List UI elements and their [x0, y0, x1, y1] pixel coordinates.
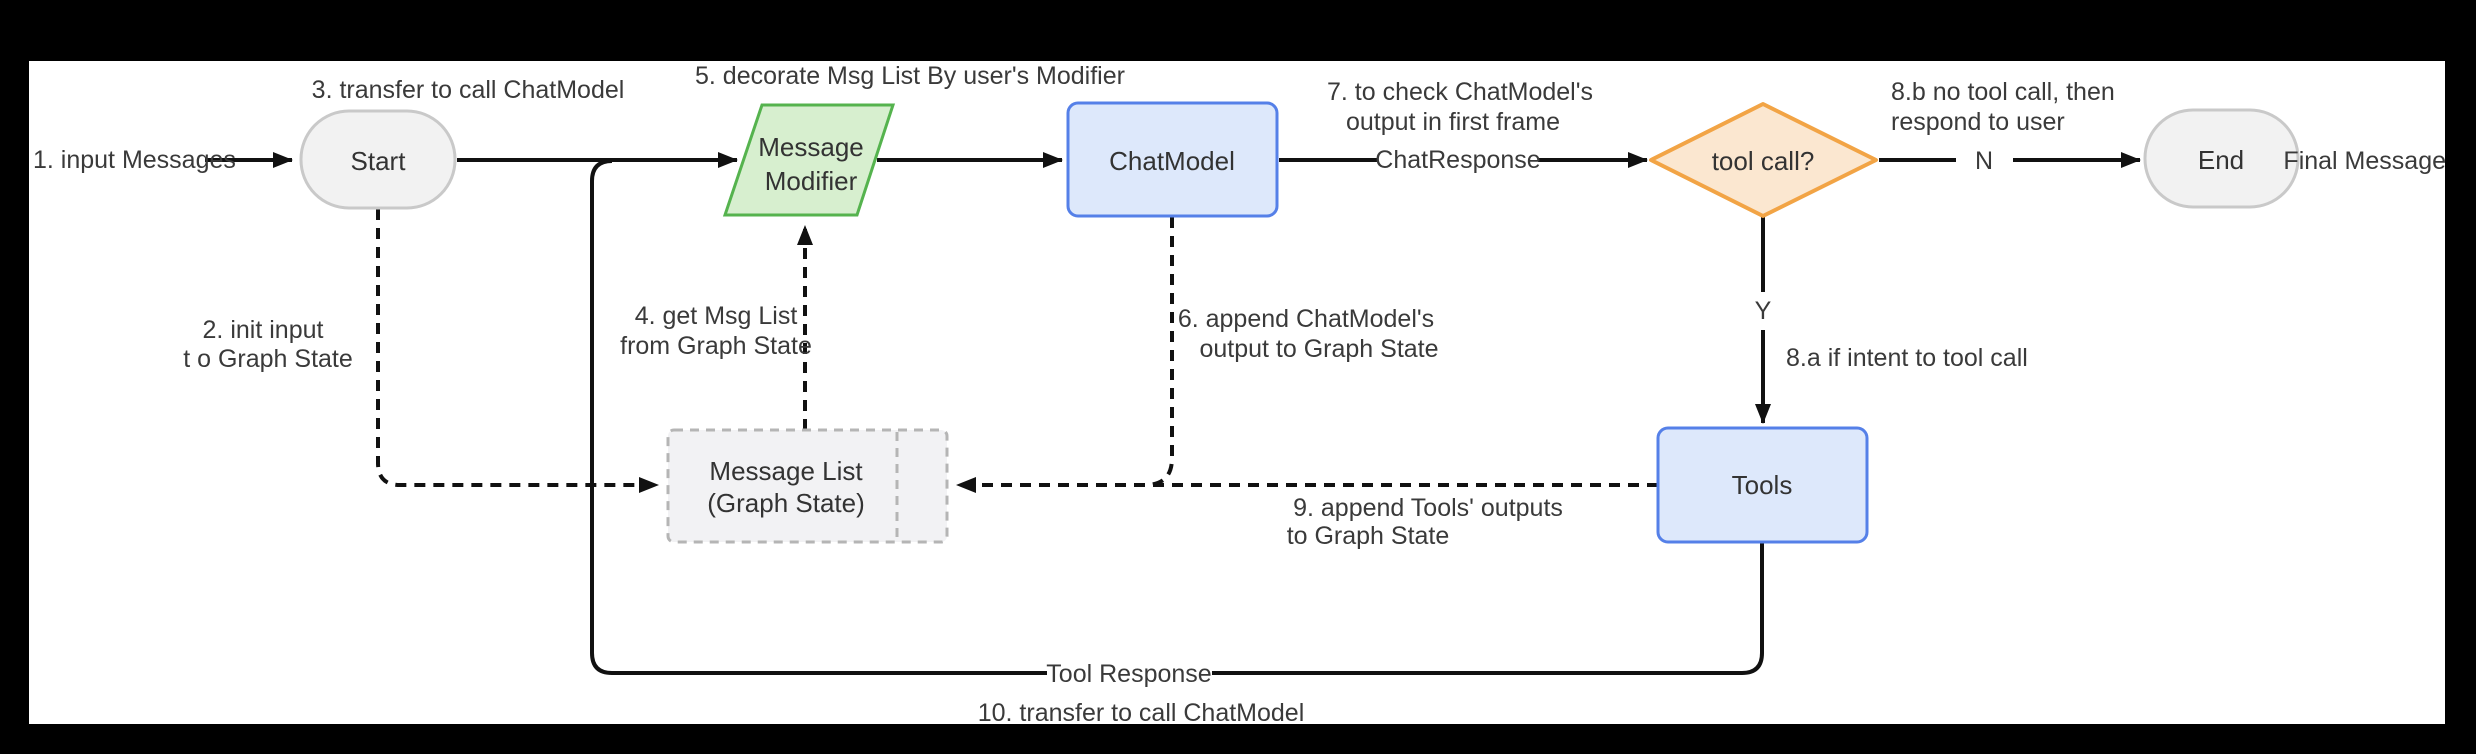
start-node-label: Start [351, 146, 407, 176]
message-modifier-label-line1: Message [758, 132, 864, 162]
message-list-label-line1: Message List [709, 456, 863, 486]
label-no-tool-call-line1: 8.b no tool call, then [1891, 78, 2115, 106]
message-list-label-line2: (Graph State) [707, 488, 865, 518]
tool-call-decision-label: tool call? [1712, 146, 1815, 176]
label-chat-response: ChatResponse [1375, 146, 1540, 174]
label-append-chatmodel-line1: 6. append ChatModel's [1178, 305, 1434, 333]
start-node [299, 109, 457, 210]
chatmodel-node-label: ChatModel [1109, 146, 1235, 176]
label-tool-response: Tool Response [1046, 660, 1211, 688]
label-if-intent-tool-call: 8.a if intent to tool call [1786, 344, 2028, 372]
label-get-msg-list-line2: from Graph State [620, 332, 812, 360]
label-append-chatmodel-line2: output to Graph State [1199, 335, 1438, 363]
tools-node-label: Tools [1732, 470, 1793, 500]
label-init-input-line2: t o Graph State [183, 345, 353, 373]
label-append-tools-line2: to Graph State [1287, 522, 1450, 550]
tools-node [1656, 426, 1869, 544]
message-list-node [666, 428, 949, 544]
end-node-label: End [2198, 145, 2244, 175]
label-append-tools-line1: 9. append Tools' outputs [1293, 494, 1563, 522]
label-final-message: Final Message [2283, 147, 2446, 175]
edge-tools-to-loop-right [1212, 542, 1764, 675]
label-y: Y [1755, 297, 1772, 325]
message-modifier-label-line2: Modifier [765, 166, 858, 196]
label-decorate-msg-list: 5. decorate Msg List By user's Modifier [695, 62, 1125, 90]
label-get-msg-list-line1: 4. get Msg List [635, 302, 798, 330]
label-check-output-line2: output in first frame [1346, 108, 1560, 136]
label-transfer-to-call-chatmodel: 10. transfer to call ChatModel [978, 699, 1305, 727]
label-init-input-line1: 2. init input [203, 316, 324, 344]
edge-start-to-messagelist-dashed [376, 209, 659, 493]
label-check-output-line1: 7. to check ChatModel's [1327, 78, 1593, 106]
chatmodel-node [1066, 101, 1279, 218]
tool-call-decision-node [1649, 102, 1878, 218]
edge-loop-left-to-modifier [590, 159, 1047, 675]
label-input-messages: 1. input Messages [33, 146, 236, 174]
end-node [2143, 108, 2300, 209]
message-modifier-node [722, 103, 896, 217]
label-n: N [1975, 147, 1993, 175]
label-no-tool-call-line2: respond to user [1891, 108, 2065, 136]
label-transfer-to-chatmodel: 3. transfer to call ChatModel [312, 76, 625, 104]
